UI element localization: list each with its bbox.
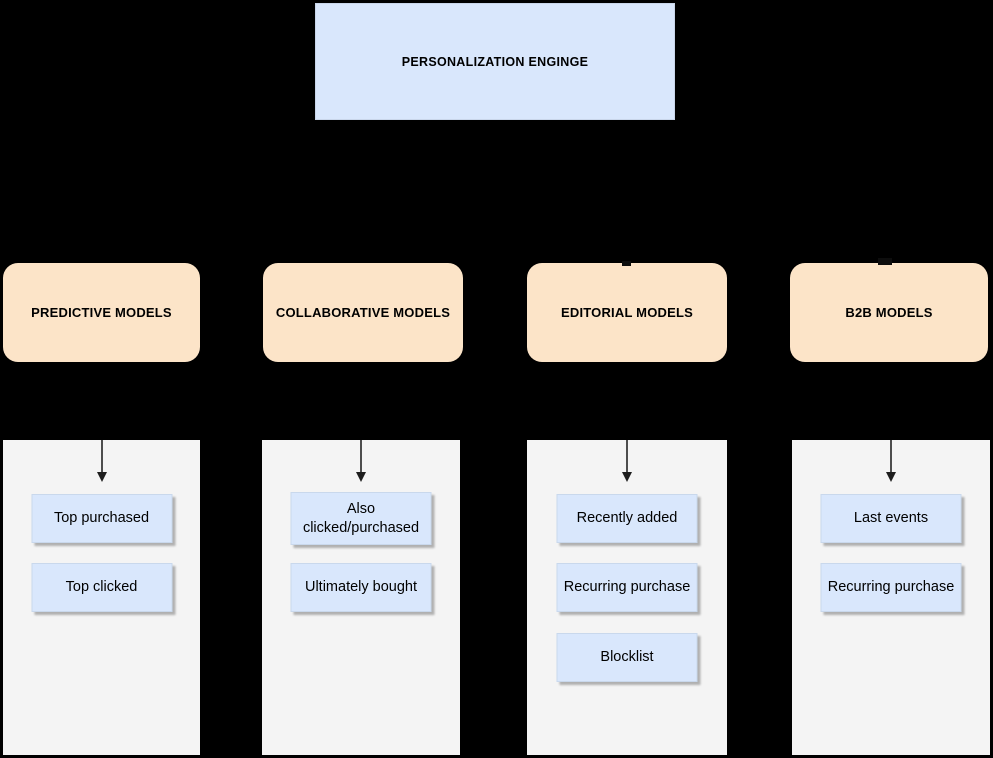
arrow-head <box>356 472 366 482</box>
node-top-clicked: Top clicked <box>31 563 172 612</box>
node-personalization-engine: PERSONALIZATION ENGINGE <box>315 3 675 120</box>
arrow-line <box>890 440 892 472</box>
down-arrow-icon <box>885 440 897 482</box>
node-collaborative-models-label: COLLABORATIVE MODELS <box>275 305 451 320</box>
node-b2b-models-label: B2B MODELS <box>845 305 933 320</box>
node-predictive-models-label: PREDICTIVE MODELS <box>31 305 172 320</box>
node-recurring-purchase-editorial-label: Recurring purchase <box>563 579 691 596</box>
node-recurring-purchase-b2b-label: Recurring purchase <box>827 579 955 596</box>
node-editorial-models: EDITORIAL MODELS <box>527 263 727 362</box>
arrow-line <box>360 440 362 472</box>
node-also-clicked-purchased: Also clicked/purchased <box>290 492 432 545</box>
node-b2b-models: B2B MODELS <box>790 263 988 362</box>
down-arrow-icon <box>96 440 108 482</box>
node-recently-added-label: Recently added <box>576 510 678 527</box>
node-editorial-models-label: EDITORIAL MODELS <box>560 305 693 320</box>
node-recurring-purchase-b2b: Recurring purchase <box>820 563 962 612</box>
arrow-head <box>622 472 632 482</box>
node-blocklist-label: Blocklist <box>600 649 654 666</box>
node-predictive-models: PREDICTIVE MODELS <box>3 263 200 362</box>
node-top-purchased-label: Top purchased <box>53 510 150 527</box>
node-last-events: Last events <box>820 494 962 543</box>
arrow-line <box>626 440 628 472</box>
panel-b2b-models: Last events Recurring purchase <box>792 440 990 755</box>
down-arrow-icon <box>621 440 633 482</box>
node-recurring-purchase-editorial: Recurring purchase <box>556 563 698 612</box>
connector-arrowhead-notch-icon <box>878 258 892 265</box>
node-top-clicked-label: Top clicked <box>65 579 138 596</box>
node-top-purchased: Top purchased <box>31 494 172 543</box>
node-blocklist: Blocklist <box>556 633 698 682</box>
node-personalization-engine-label: PERSONALIZATION ENGINGE <box>401 54 589 69</box>
node-also-clicked-purchased-label: Also clicked/purchased <box>302 501 420 536</box>
node-last-events-label: Last events <box>853 510 929 527</box>
arrow-line <box>100 440 103 472</box>
arrow-head <box>96 472 107 482</box>
arrow-head <box>886 472 896 482</box>
node-recently-added: Recently added <box>556 494 698 543</box>
panel-collaborative-models: Also clicked/purchased Ultimately bought <box>262 440 460 755</box>
panel-predictive-models: Top purchased Top clicked <box>3 440 200 755</box>
panel-editorial-models: Recently added Recurring purchase Blockl… <box>527 440 727 755</box>
node-ultimately-bought: Ultimately bought <box>290 563 432 612</box>
node-collaborative-models: COLLABORATIVE MODELS <box>263 263 463 362</box>
connector-arrowhead-notch-icon <box>622 261 631 266</box>
node-ultimately-bought-label: Ultimately bought <box>304 579 418 596</box>
down-arrow-icon <box>355 440 367 482</box>
